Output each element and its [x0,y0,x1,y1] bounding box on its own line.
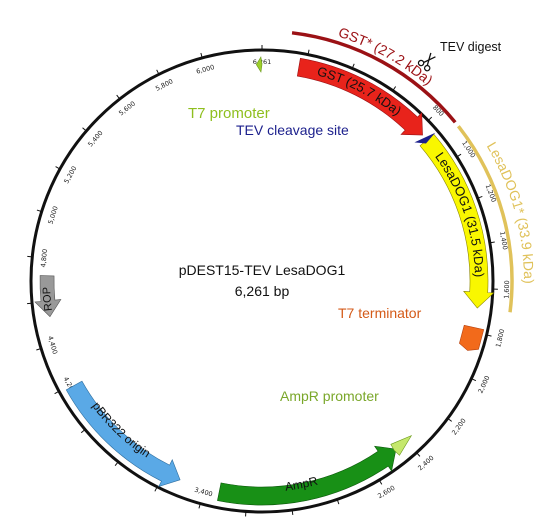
tick-line [470,377,477,382]
pbr322-origin-arrow [65,380,181,488]
lesadog1-feature-arrow [419,133,495,309]
tick-label: 2,400 [416,454,435,472]
t7-promoter-arrow [255,56,263,73]
tick-label: 4,800 [39,248,49,267]
tick-label: 6,261 [253,58,272,66]
tick-line [80,428,87,434]
tick-label: 2,000 [476,374,491,394]
tick-line [391,86,397,92]
tick-line [485,334,492,337]
gst-feature-arrow [296,57,423,136]
tick-line [27,255,34,258]
tick-line [351,63,355,70]
tick-line [27,302,34,305]
tick-line [378,478,383,485]
tick-line [415,451,421,457]
tick-line [427,116,433,122]
tick-label: 4,400 [46,335,59,355]
ampr-promoter-arrow [390,434,413,456]
tick-line [307,49,310,56]
tick-label: 5,400 [86,129,104,148]
tick-line [36,209,43,213]
tick-label: 1,800 [494,328,506,348]
ampr-feature-label: AmpR [284,474,319,494]
tick-label: 6,000 [195,63,215,76]
rop-feature-label: ROP [41,287,55,312]
scissors-icon [417,52,436,72]
ampr-promoter-label: AmpR promoter [280,388,379,404]
tick-label: 1,600 [503,280,512,299]
tick-line [291,508,294,516]
tick-line [488,241,495,244]
ampr-feature-arrow [217,445,397,506]
tick-line [36,347,43,351]
tick-line [116,94,121,101]
tick-label: 5,200 [62,165,78,185]
tick-line [476,195,483,200]
tev-digest-label: TEV digest [440,40,502,54]
tick-line [198,502,202,509]
tick-label: 1,400 [498,231,509,251]
tick-label: 2,600 [376,484,396,500]
tick-line [54,390,61,395]
t7-terminator-label: T7 terminator [338,305,422,321]
gst-star-arc [291,31,457,124]
t7-terminator-shape [459,324,485,351]
tick-label: 2,200 [450,417,468,437]
tick-line [336,498,340,505]
plasmid-name: pDEST15-TEV LesaDOG1 [179,262,346,278]
tick-line [200,52,203,59]
tick-label: 3,400 [193,486,213,499]
tick-line [82,127,88,133]
tick-line [446,417,453,422]
tick-line [154,485,159,492]
tick-line [55,166,62,170]
tick-label: 5,800 [154,77,174,92]
tick-label: 5,000 [47,205,60,225]
tev-site-label: TEV cleavage site [236,122,349,138]
t7-promoter-label: T7 promoter [188,105,270,122]
lesadog1-star-arc [456,125,514,313]
tick-line [156,69,160,76]
tick-line [455,153,462,158]
tick-line [114,460,120,467]
plasmid-size: 6,261 bp [235,283,290,299]
tick-label: 5,600 [117,100,137,118]
rop-feature-arrow [34,275,62,318]
tev-site-marker [414,132,436,144]
